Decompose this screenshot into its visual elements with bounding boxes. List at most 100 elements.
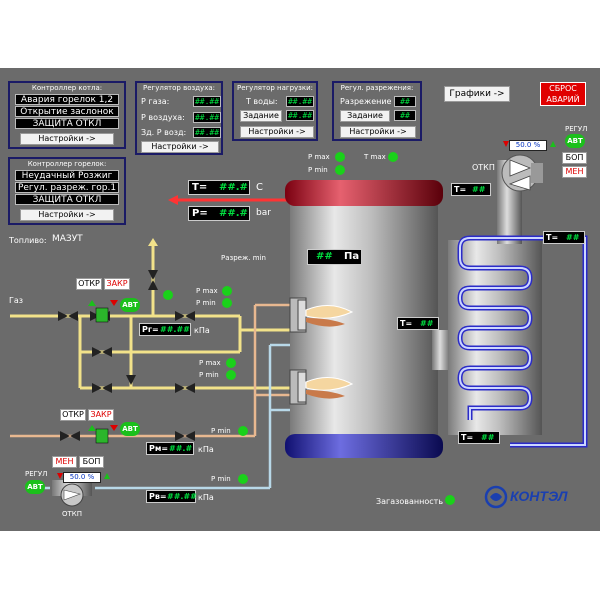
draft-label: Разрежение: [340, 97, 392, 106]
air-close-button[interactable]: ЗАКР: [88, 409, 114, 421]
air-close-arrow-icon: [110, 425, 118, 431]
gas-close-arrow-icon: [110, 300, 118, 306]
gas-pressure-readout: Pг= ##.##: [139, 323, 191, 336]
air-reg-row2-label: P воздуха:: [141, 113, 185, 122]
air-pressure-value: ##.##: [167, 492, 197, 501]
burner1-pmax-label: P max: [196, 287, 218, 295]
boiler-p-value: ##.#: [219, 208, 248, 219]
reset-line2: АВАРИЙ: [546, 95, 580, 104]
boiler-tmax-indicator: [388, 152, 398, 162]
air-pmin-indicator: [238, 426, 248, 436]
air-settings-button[interactable]: Настройки ->: [141, 141, 219, 153]
draft-settings-button[interactable]: Настройки ->: [340, 126, 416, 138]
air-open-button[interactable]: ОТКР: [60, 409, 86, 421]
draft-setpoint-button[interactable]: Задание: [340, 110, 390, 122]
damper-bop-button[interactable]: БОП: [562, 152, 587, 164]
boiler-pmax-indicator: [335, 152, 345, 162]
fuel-value: МАЗУТ: [52, 234, 83, 244]
graphs-button[interactable]: Графики ->: [444, 86, 510, 102]
fan-bop-button[interactable]: БОП: [79, 456, 104, 468]
fuel-label: Топливо:: [9, 236, 47, 245]
temp-readout-4: T= ##: [458, 431, 500, 444]
burner2-pmin-label: P min: [199, 371, 219, 379]
gas-auto-toggle[interactable]: АВТ: [120, 298, 140, 312]
air-pressure-unit: кПа: [198, 493, 214, 502]
gas-pressure-label: Pг=: [142, 325, 159, 334]
gas-open-arrow-icon: [88, 300, 96, 306]
damper-auto-toggle[interactable]: АВТ: [565, 134, 585, 148]
burner2-pmin-indicator: [226, 370, 236, 380]
kontel-logo-text: КОНТЭЛ: [510, 488, 568, 504]
air-open-arrow-icon: [88, 425, 96, 431]
damper-regul-label: РЕГУЛ: [565, 125, 588, 133]
temp-4-label: T=: [461, 433, 474, 442]
valves: [58, 270, 195, 441]
load-setpoint-value: ##.##: [286, 110, 314, 121]
gas-close-button[interactable]: ЗАКР: [104, 278, 130, 290]
cool-pmin-indicator: [238, 474, 248, 484]
boiler-pmax-label: P max: [308, 153, 330, 161]
reset-line1: СБРОС: [549, 84, 577, 93]
boiler-pressure-readout: P= ##.#: [188, 206, 250, 221]
fan-auto-toggle[interactable]: АВТ: [25, 480, 45, 494]
boiler-temperature-readout: T= ##.#: [188, 180, 250, 195]
boiler-t-unit: C: [256, 182, 263, 193]
boiler-p-unit: bar: [256, 208, 271, 218]
load-settings-button[interactable]: Настройки ->: [240, 126, 314, 138]
boiler-pmin-label: P min: [308, 166, 328, 174]
temp-2-label: T=: [546, 233, 559, 242]
damper-men-button[interactable]: МЕН: [562, 166, 587, 178]
burner-lower: [289, 369, 354, 405]
air-regulator-panel: Регулятор воздуха: P газа: ##.## P возду…: [135, 81, 223, 155]
oil-pressure-label: Pм=: [149, 444, 169, 453]
fan-regul-label: РЕГУЛ: [25, 470, 48, 478]
damper-name: ОТКП: [472, 163, 495, 172]
temp-1-value: ##: [472, 185, 486, 194]
air-reg-row1-value: ##.##: [193, 96, 221, 107]
temp-3-value: ##: [420, 319, 434, 328]
damper-down-arrow-icon: [503, 141, 509, 147]
fan-up-arrow-icon: [104, 473, 110, 479]
draft-min-unit: Па: [344, 251, 360, 262]
kontel-logo-icon: [484, 485, 508, 509]
boiler-pmin-indicator: [335, 165, 345, 175]
draft-min-readout: ## Па: [307, 249, 362, 265]
t-water-value: ##.##: [286, 96, 314, 107]
air-auto-toggle[interactable]: АВТ: [120, 422, 140, 436]
fan-men-button[interactable]: МЕН: [52, 456, 77, 468]
load-setpoint-button[interactable]: Задание: [240, 110, 282, 122]
damper-percent-display: 50.0 %: [509, 140, 547, 151]
oil-pressure-unit: кПа: [198, 445, 214, 454]
reset-alarms-button[interactable]: СБРОС АВАРИЙ: [540, 82, 586, 106]
temp-4-value: ##: [481, 433, 495, 442]
draft-min-value: ##: [316, 251, 333, 262]
burner2-pmax-label: P max: [199, 359, 221, 367]
burner-controller-title: Контроллер горелок:: [27, 160, 107, 168]
air-reg-row1-label: P газа:: [141, 97, 170, 106]
control-valve-lower: [95, 428, 109, 444]
boiler-tmax-label: T max: [364, 153, 386, 161]
load-regulator-title: Регулятор нагрузки:: [236, 84, 314, 92]
fan-down-arrow-icon: [57, 473, 63, 479]
draft-value: ##: [394, 96, 416, 107]
boiler-settings-button[interactable]: Настройки ->: [20, 133, 114, 145]
air-reg-row3-value: ##.##: [193, 127, 221, 138]
air-reg-row2-value: ##.##: [193, 112, 221, 123]
draft-setpoint-value: ##: [394, 110, 416, 121]
air-reg-row3-label: Зд. P возд:: [141, 128, 187, 137]
burner-controller-panel: Контроллер горелок: Неудачный Розжиг Рег…: [8, 157, 126, 225]
gas-open-button[interactable]: ОТКР: [76, 278, 102, 290]
kontel-logo: КОНТЭЛ: [484, 485, 592, 509]
burner-upper: [289, 297, 354, 333]
oil-pressure-value: ##.#: [169, 444, 193, 453]
temp-readout-1: T= ##: [451, 183, 491, 196]
air-pressure-label: Pв=: [149, 492, 167, 501]
draft-regulator-title: Регул. разрежения:: [340, 84, 414, 92]
damper-up-arrow-icon: [550, 141, 556, 147]
boiler-alarm-2: Открытие заслонок: [15, 106, 119, 117]
burner-settings-button[interactable]: Настройки ->: [20, 209, 114, 221]
cool-pmin-label: P min: [211, 475, 231, 483]
temp-2-value: ##: [566, 233, 580, 242]
boiler-alarm-1: Авария горелок 1,2: [15, 94, 119, 105]
boiler-controller-title: Контроллер котла:: [31, 84, 103, 92]
